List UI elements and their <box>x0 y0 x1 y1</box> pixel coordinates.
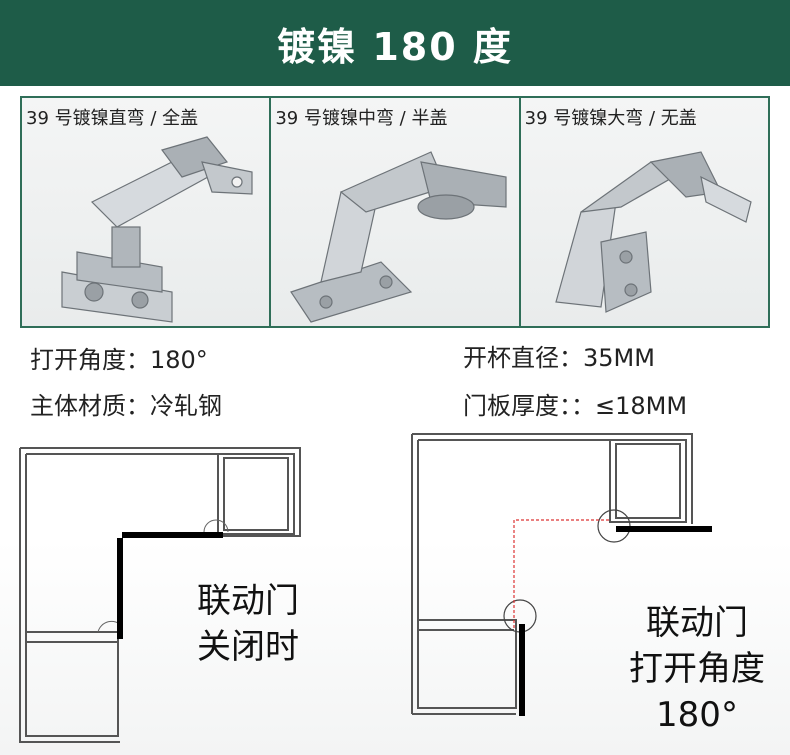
panel-label: 39 号镀镍直弯 / 全盖 <box>26 108 199 129</box>
diagram-open <box>411 433 712 716</box>
spec-cup-diameter: 开杯直径：35MM <box>463 344 655 372</box>
hinge-image-medium <box>290 151 507 323</box>
panel-label: 39 号镀镍中弯 / 半盖 <box>275 108 448 129</box>
header-banner: 镀镍 180 度 <box>0 0 790 86</box>
diagram-closed <box>19 447 301 743</box>
spec-door-thickness: 门板厚度：：≤18MM <box>463 392 688 420</box>
background-fade <box>0 540 790 755</box>
page-title: 镀镍 180 度 <box>277 24 513 69</box>
product-panel-full-overlay: 39 号镀镍直弯 / 全盖 <box>22 98 270 326</box>
spec-material: 主体材质：冷轧钢 <box>30 392 222 420</box>
hinge-image-large <box>554 151 752 313</box>
product-panels: 39 号镀镍直弯 / 全盖 39 号镀镍中弯 / 半盖 <box>20 96 770 328</box>
hinge-image-straight <box>61 136 253 323</box>
caption-line: 关闭时 <box>197 627 299 667</box>
caption-line: 180° <box>656 695 738 735</box>
spec-open-angle: 打开角度：180° <box>30 346 208 374</box>
diagram-closed-caption: 联动门 关闭时 <box>178 578 318 670</box>
caption-line: 联动门 <box>197 581 299 621</box>
panel-label: 39 号镀镍大弯 / 无盖 <box>524 108 697 129</box>
product-panel-no-overlay: 39 号镀镍大弯 / 无盖 <box>520 98 768 326</box>
diagram-open-caption: 联动门 打开角度 180° <box>612 600 782 738</box>
caption-line: 打开角度 <box>629 649 765 689</box>
product-panel-half-overlay: 39 号镀镍中弯 / 半盖 <box>271 98 519 326</box>
caption-line: 联动门 <box>646 603 748 643</box>
